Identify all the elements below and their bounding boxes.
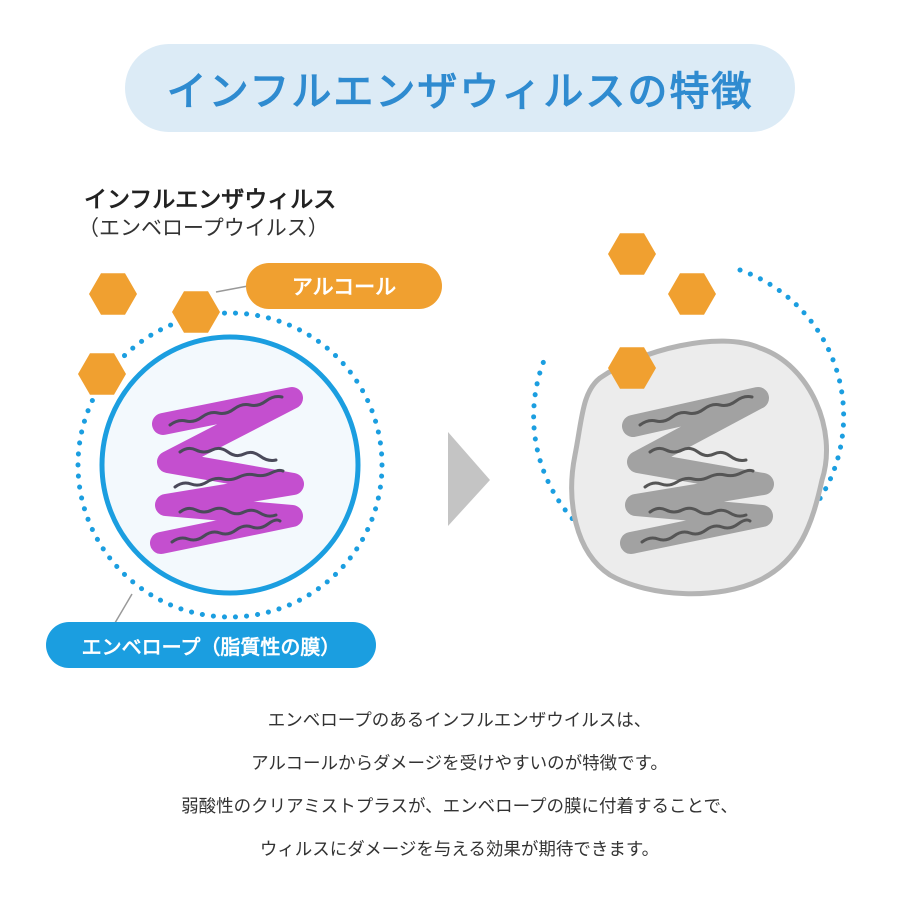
envelope-dotted-ring bbox=[75, 310, 385, 620]
alcohol-molecule-icon bbox=[78, 353, 126, 395]
arrow-right-icon bbox=[448, 432, 490, 526]
alcohol-label: アルコール bbox=[246, 263, 442, 309]
rna-strand-intact bbox=[150, 387, 304, 554]
virus-type: （エンベロープウイルス） bbox=[78, 216, 329, 240]
alcohol-molecule-icon bbox=[172, 291, 220, 333]
envelope-label: エンベロープ（脂質性の膜） bbox=[46, 622, 376, 668]
description: エンベロープのあるインフルエンザウイルスは、 アルコールからダメージを受けやすい… bbox=[0, 700, 919, 872]
alcohol-molecule-icon bbox=[89, 273, 137, 315]
virus-name: インフルエンザウィルス bbox=[84, 187, 337, 213]
description-line-1: エンベロープのあるインフルエンザウイルスは、 bbox=[267, 711, 652, 731]
alcohol-leader-line bbox=[215, 285, 249, 293]
rna-strand-damaged bbox=[620, 387, 774, 554]
alcohol-molecule-icon bbox=[608, 233, 656, 275]
page-title: インフルエンザウィルスの特徴 bbox=[166, 69, 754, 115]
title-banner: インフルエンザウィルスの特徴 bbox=[125, 44, 795, 132]
description-line-3: 弱酸性のクリアミストプラスが、エンベロープの膜に付着することで、 bbox=[181, 797, 738, 817]
description-line-4: ウィルスにダメージを与える効果が期待できます。 bbox=[259, 840, 660, 860]
alcohol-molecule-icon bbox=[668, 273, 716, 315]
description-line-2: アルコールからダメージを受けやすいのが特徴です。 bbox=[251, 754, 668, 774]
